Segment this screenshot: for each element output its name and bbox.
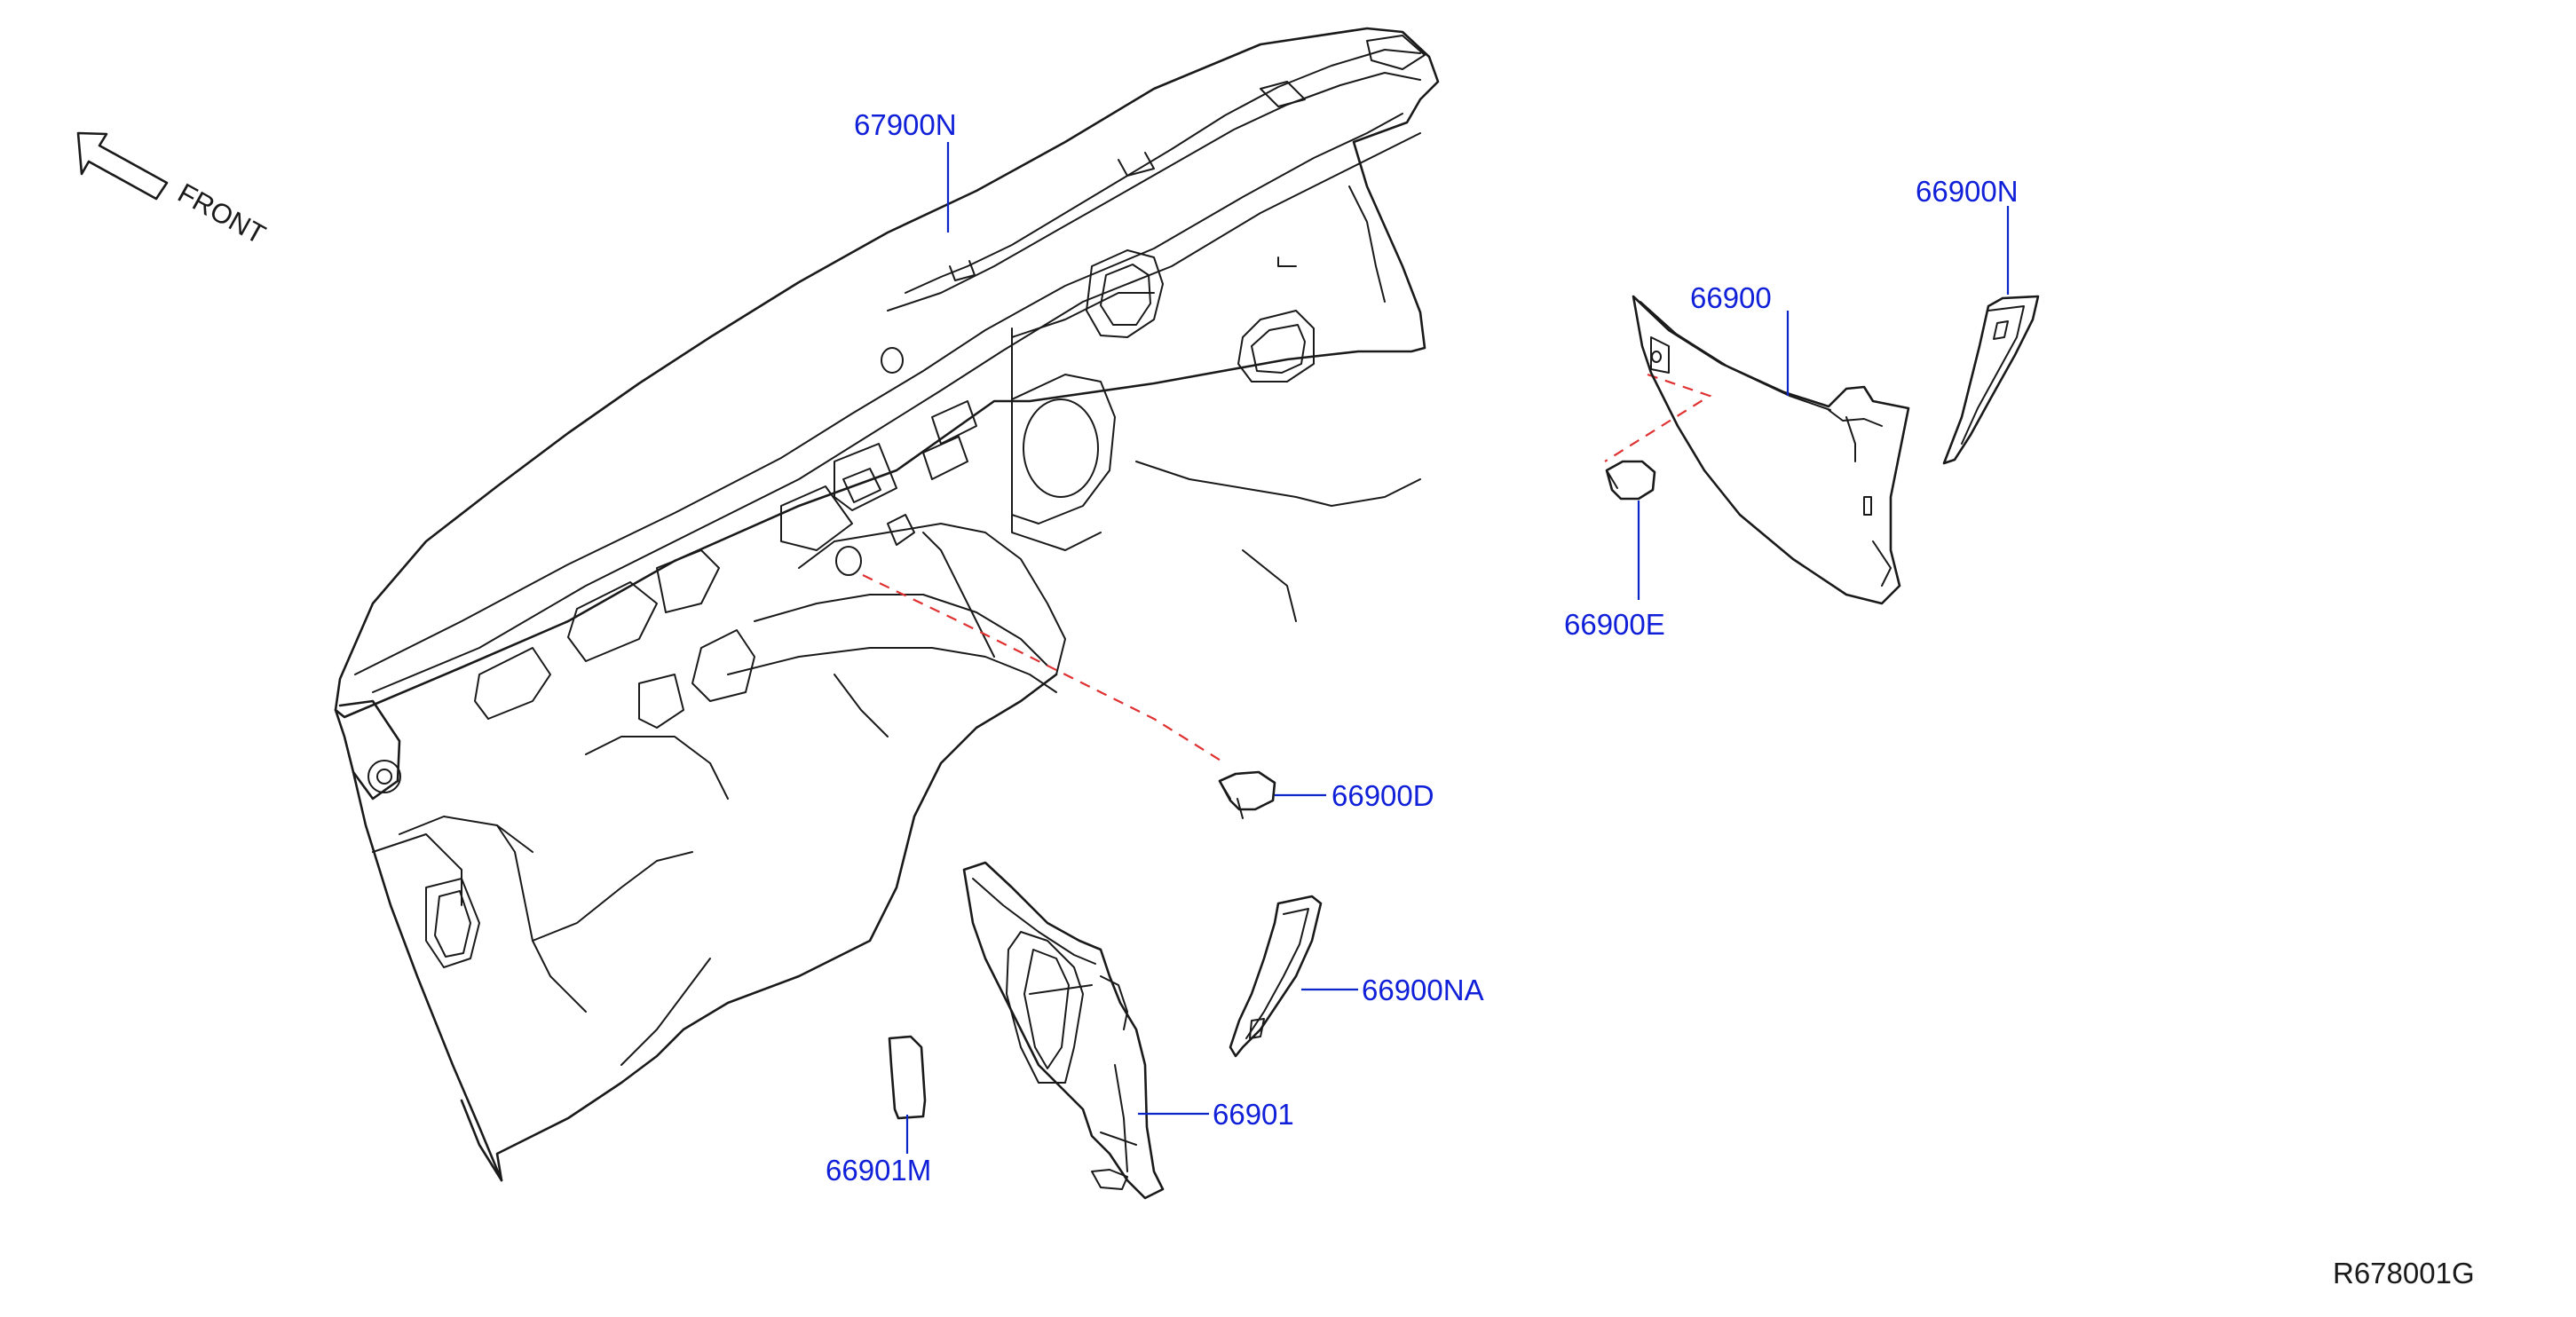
finisher-66900-drawing	[1632, 295, 1910, 605]
front-label: FRONT	[173, 177, 271, 250]
ornament-66900n-drawing	[1942, 295, 2040, 465]
clip-66900d-drawing	[1218, 770, 1276, 819]
finisher-66901-drawing	[962, 861, 1165, 1200]
part-label-66900[interactable]: 66900	[1690, 281, 1772, 314]
part-label-66901m[interactable]: 66901M	[826, 1154, 931, 1187]
diagram-reference: R678001G	[2333, 1257, 2475, 1289]
pad-66901m-drawing	[888, 1035, 927, 1120]
ornament-66900na-drawing	[1229, 895, 1323, 1058]
part-label-66901[interactable]: 66901	[1213, 1098, 1294, 1131]
part-label-66900d[interactable]: 66900D	[1331, 779, 1434, 812]
clip-66900e-drawing	[1605, 460, 1656, 501]
front-arrow-icon	[76, 131, 169, 201]
assembly-lines	[862, 373, 1712, 764]
part-label-66900na[interactable]: 66900NA	[1362, 974, 1484, 1006]
part-label-66900e[interactable]: 66900E	[1564, 608, 1665, 641]
part-label-67900n[interactable]: 67900N	[854, 108, 957, 141]
leader-lines	[905, 142, 2010, 1154]
part-label-66900n[interactable]: 66900N	[1916, 175, 2019, 208]
dash-insulator-drawing	[334, 27, 1440, 1182]
